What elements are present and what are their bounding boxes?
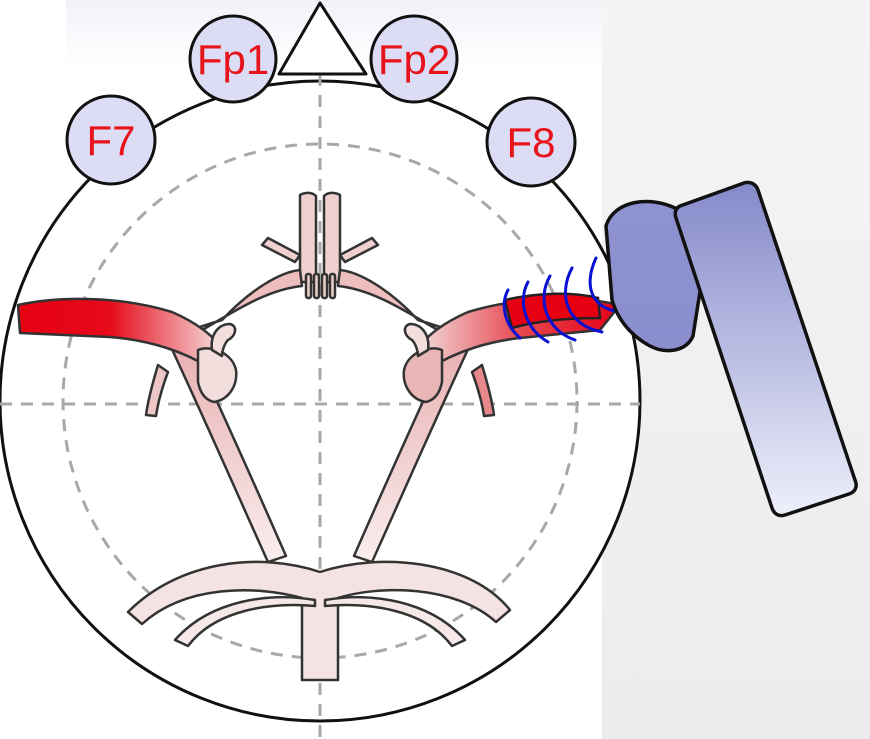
electrode-fp1-circle xyxy=(188,14,278,104)
ica-right-loop xyxy=(403,322,430,358)
aca-right-branch xyxy=(338,236,380,264)
aca-right xyxy=(322,191,342,284)
electrodes: Fp1 Fp2 F7 F8 xyxy=(65,14,577,188)
mca-left xyxy=(16,297,224,370)
electrode-f7: F7 xyxy=(65,94,157,186)
electrode-f8-circle xyxy=(485,96,577,188)
electrode-f8-label: F8 xyxy=(506,119,555,166)
probe-body xyxy=(673,180,858,518)
electrode-f8: F8 xyxy=(485,96,577,188)
electrode-f7-circle xyxy=(65,94,157,186)
anterior-communicating xyxy=(304,272,337,300)
aca-left xyxy=(298,191,318,284)
posterior-right-branch xyxy=(323,595,467,648)
cerebral-arteries xyxy=(16,191,622,682)
electrode-fp2-circle xyxy=(369,14,459,104)
triangle-nose-icon xyxy=(277,1,368,76)
electrode-fp1: Fp1 xyxy=(188,14,278,104)
posterior-left-branch xyxy=(173,595,317,648)
ica-right-branch xyxy=(470,363,496,418)
electrode-fp2: Fp2 xyxy=(369,14,459,104)
electrode-fp2-label: Fp2 xyxy=(378,36,450,83)
ultrasound-probe-icon xyxy=(604,180,858,518)
ica-left-branch xyxy=(144,363,170,418)
electrode-fp1-label: Fp1 xyxy=(197,36,269,83)
ica-left-loop xyxy=(210,322,237,358)
aca-left-branch xyxy=(260,236,302,264)
electrode-f7-label: F7 xyxy=(86,117,135,164)
posterior-arteries xyxy=(126,560,512,682)
